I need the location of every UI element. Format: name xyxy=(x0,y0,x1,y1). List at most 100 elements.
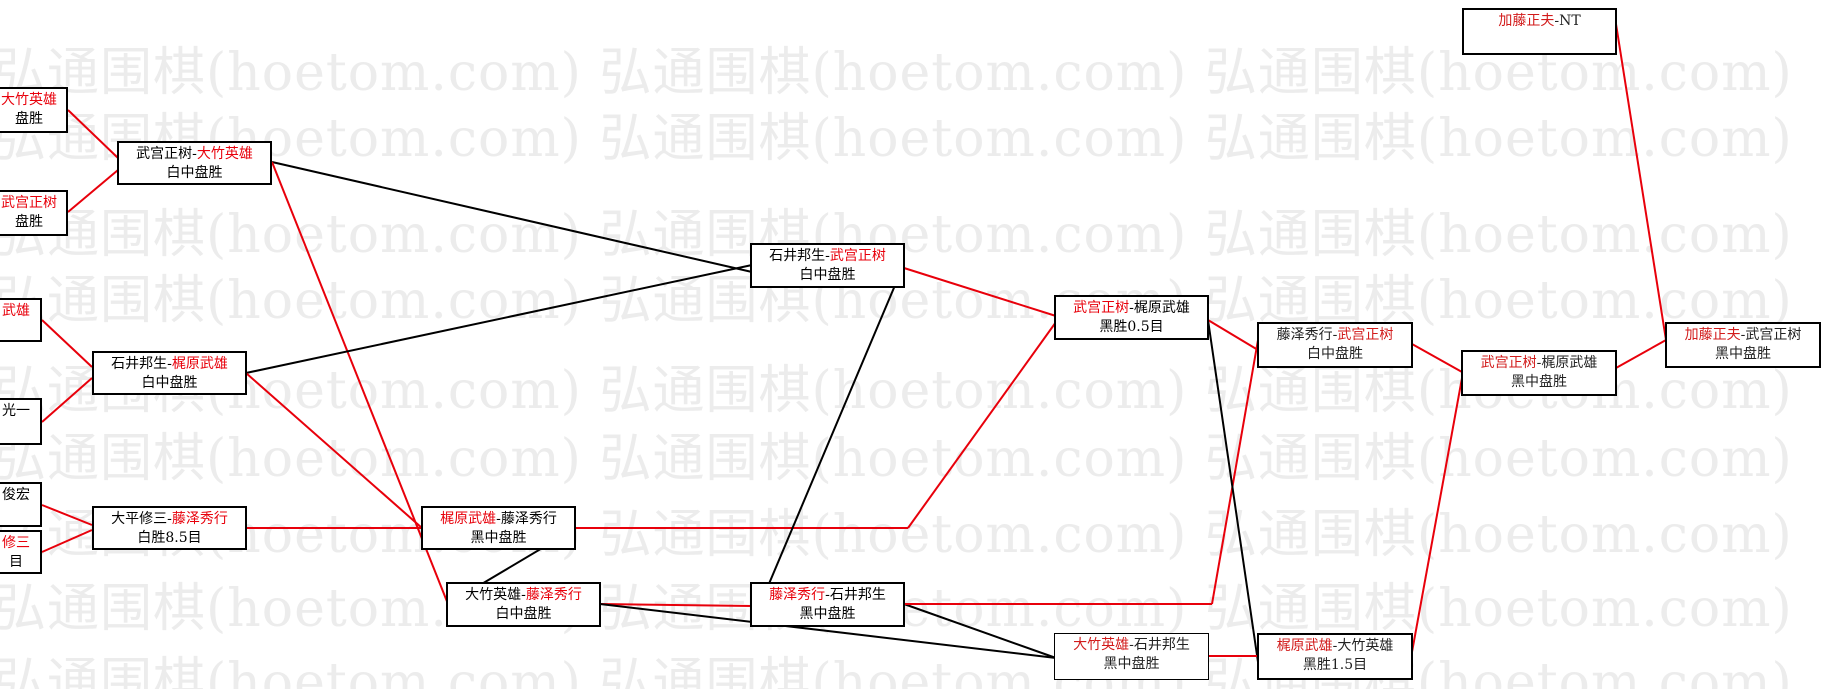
connector-black xyxy=(751,263,905,625)
node-text: 藤泽秀行 xyxy=(525,587,582,603)
match-node[interactable]: 武宫正树-大竹英雄 白中盘胜 xyxy=(117,141,272,185)
node-text: 加藤正夫 xyxy=(1684,327,1741,343)
node-text: - xyxy=(167,356,172,372)
connector-red xyxy=(1411,343,1463,373)
node-text: - xyxy=(192,146,197,162)
node-text: - xyxy=(1129,637,1134,653)
match-node[interactable]: 武宫正树-梶原武雄 黑胜0.5目 xyxy=(1054,295,1209,340)
node-text: - xyxy=(825,248,830,264)
node-text: 目 xyxy=(9,554,23,570)
node-text: 梶原武雄 xyxy=(1276,638,1333,654)
connector-loser xyxy=(41,504,93,526)
node-text: 藤泽秀行 xyxy=(1276,327,1333,343)
node-text: 黑中盘胜 xyxy=(1103,656,1160,672)
node-text: 石井邦生 xyxy=(829,587,886,603)
match-node[interactable]: 梶原武雄-大竹英雄 黑胜1.5目 xyxy=(1257,633,1413,680)
connector-red xyxy=(1211,339,1259,605)
node-text: - xyxy=(825,587,830,603)
connector-black xyxy=(903,603,1057,659)
node-text: 藤泽秀行 xyxy=(769,587,826,603)
node-text: 黑胜1.5目 xyxy=(1302,657,1368,673)
node-text: 武宫正树 xyxy=(136,146,193,162)
match-node[interactable]: 修三 目 xyxy=(0,530,42,574)
node-text: 白中盘胜 xyxy=(166,165,223,181)
node-text: NT xyxy=(1559,13,1581,29)
node-text: 石井邦生 xyxy=(769,248,826,264)
node-text: 黑中盘胜 xyxy=(470,530,527,546)
node-text: - xyxy=(1554,13,1560,29)
node-text: 大竹英雄 xyxy=(1337,638,1394,654)
node-text: - xyxy=(1129,300,1134,316)
node-text: 白胜8.5目 xyxy=(137,530,202,546)
match-node[interactable]: 光一 xyxy=(0,398,42,445)
node-text: 白中盘胜 xyxy=(141,375,198,391)
connector-black xyxy=(245,264,753,374)
node-text: 梶原武雄 xyxy=(1541,355,1598,371)
node-text: 藤泽秀行 xyxy=(171,511,228,527)
node-text: 武宫正树 xyxy=(1480,355,1537,371)
connector-red xyxy=(907,321,1057,529)
node-text: 大竹英雄 xyxy=(1073,637,1130,653)
match-node[interactable]: 大竹英雄 盘胜 xyxy=(0,87,68,133)
node-text: 武宫正树 xyxy=(1337,327,1394,343)
node-text: - xyxy=(1740,327,1746,343)
node-text: 加藤正夫 xyxy=(1498,13,1555,29)
match-node[interactable]: 加藤正夫-武宫正树 黑中盘胜 xyxy=(1665,322,1821,368)
connector-black xyxy=(599,603,1057,659)
node-text: 大平修三 xyxy=(111,511,168,527)
match-node[interactable]: 大竹英雄-藤泽秀行 白中盘胜 xyxy=(446,582,601,627)
node-text: 白中盘胜 xyxy=(1307,346,1363,362)
connector-loser xyxy=(41,377,93,423)
node-text: 武宫正树 xyxy=(829,248,886,264)
connector-red xyxy=(271,161,449,605)
node-text: 梶原武雄 xyxy=(1133,300,1190,316)
match-node[interactable]: 加藤正夫-NT xyxy=(1462,8,1617,55)
node-text: 大竹英雄 xyxy=(1,92,57,108)
node-text: 光一 xyxy=(2,403,30,419)
node-text: 白中盘胜 xyxy=(799,267,856,283)
match-node[interactable]: 武雄 xyxy=(0,298,42,342)
node-text: 梶原武雄 xyxy=(440,511,497,527)
match-node[interactable]: 武宫正树 盘胜 xyxy=(0,190,68,236)
node-text: 黑胜0.5目 xyxy=(1099,319,1164,335)
node-text: - xyxy=(1536,355,1542,371)
connector-winner xyxy=(41,529,93,553)
node-text: 石井邦生 xyxy=(111,356,168,372)
node-text: - xyxy=(167,511,172,527)
match-node[interactable]: 藤泽秀行-武宫正树 白中盘胜 xyxy=(1257,322,1413,368)
match-node[interactable]: 俊宏 xyxy=(0,482,42,527)
connector-red xyxy=(245,372,423,529)
connector-winner xyxy=(67,109,119,159)
node-text: 盘胜 xyxy=(15,214,43,230)
match-node[interactable]: 武宫正树-梶原武雄 黑中盘胜 xyxy=(1461,350,1617,396)
node-text: 盘胜 xyxy=(15,111,43,127)
connector-red xyxy=(903,267,1057,317)
connector-red xyxy=(1207,319,1259,351)
match-node[interactable]: 石井邦生-梶原武雄 白中盘胜 xyxy=(92,351,247,395)
connector-red xyxy=(1411,377,1463,653)
match-node[interactable]: 梶原武雄-藤泽秀行 黑中盘胜 xyxy=(421,506,576,550)
connector-black xyxy=(271,161,753,273)
node-text: 白中盘胜 xyxy=(495,606,552,622)
node-text: 梶原武雄 xyxy=(171,356,228,372)
match-node[interactable]: 藤泽秀行-石井邦生 黑中盘胜 xyxy=(750,582,905,627)
node-text: 大竹英雄 xyxy=(196,146,253,162)
node-text: 石井邦生 xyxy=(1133,637,1190,653)
node-text: - xyxy=(521,587,526,603)
node-text: 藤泽秀行 xyxy=(500,511,557,527)
node-text: 武宫正树 xyxy=(1,195,57,211)
node-text: 武宫正树 xyxy=(1073,300,1130,316)
match-node[interactable]: 石井邦生-武宫正树 白中盘胜 xyxy=(750,243,905,288)
node-text: 黑中盘胜 xyxy=(1715,346,1771,362)
match-node[interactable]: 大竹英雄-石井邦生 黑中盘胜 xyxy=(1054,633,1209,680)
node-text: - xyxy=(1332,327,1338,343)
connector-red xyxy=(599,603,753,607)
connector-loser xyxy=(67,169,119,213)
node-text: 修三 xyxy=(2,535,30,551)
node-text: 黑中盘胜 xyxy=(1511,374,1567,390)
node-text: 大竹英雄 xyxy=(465,587,522,603)
connector-winner xyxy=(41,319,93,368)
node-text: - xyxy=(1332,638,1338,654)
match-node[interactable]: 大平修三-藤泽秀行 白胜8.5目 xyxy=(92,506,247,550)
